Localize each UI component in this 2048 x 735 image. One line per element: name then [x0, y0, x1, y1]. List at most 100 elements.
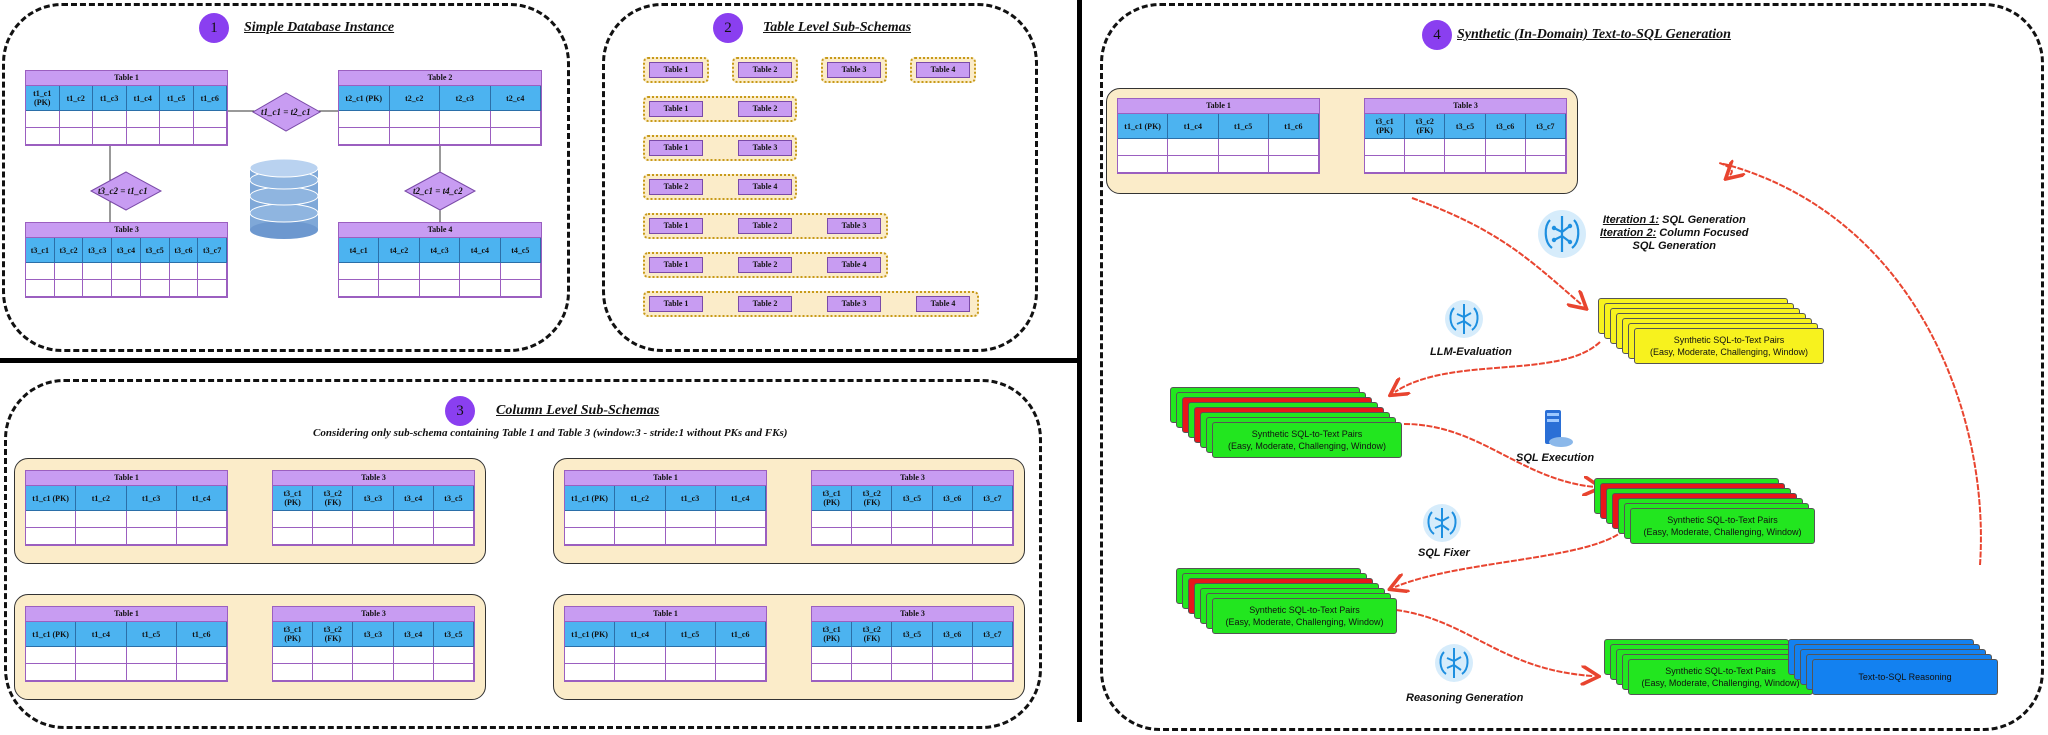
table-chip: Table 3 [827, 62, 881, 78]
column-header: t1_c6 [1268, 114, 1319, 139]
table-cell [379, 263, 420, 280]
panel-3-subtitle: Considering only sub-schema containing T… [313, 427, 788, 439]
table-cell [1405, 156, 1446, 173]
table-chip: Table 2 [738, 62, 792, 78]
column-header: t1_c5 [160, 86, 194, 111]
column-header: t1_c1 (PK) [1118, 114, 1169, 139]
table-name: Table 2 [339, 71, 541, 86]
table-cell [1445, 156, 1486, 173]
column-header: t3_c7 [1525, 114, 1566, 139]
table-cell [26, 111, 60, 128]
table-name: Table 1 [1118, 99, 1319, 114]
column-header: t3_c7 [972, 622, 1013, 647]
table-cell [500, 280, 541, 297]
table-cell [59, 111, 93, 128]
table-name: Table 1 [565, 607, 766, 622]
table-cell [433, 511, 474, 528]
table-cell [93, 111, 127, 128]
column-header: t3_c6 [1485, 114, 1526, 139]
iteration-2-text: Column Focused [1659, 227, 1749, 239]
table-chip: Table 4 [916, 62, 970, 78]
column-header: t3_c2 [54, 238, 84, 263]
relation-diamond-t2-t4 [403, 171, 477, 211]
column-header: t3_c3 [353, 486, 394, 511]
table-cell [112, 263, 141, 280]
executed-pairs-stack-card [1630, 508, 1815, 544]
table-cell [339, 111, 390, 128]
column-header: t1_c5 [1218, 114, 1269, 139]
table-cell [972, 647, 1013, 664]
database-icon [249, 158, 319, 239]
table-cell [1268, 139, 1319, 156]
table-cell [26, 128, 60, 145]
table-cell [160, 128, 194, 145]
column-header: t1_c6 [176, 622, 227, 647]
table-cell [972, 664, 1013, 681]
brain-icon [1445, 300, 1483, 338]
table-cell [76, 647, 127, 664]
table-cell [419, 263, 461, 280]
table-name: Table 3 [1365, 99, 1566, 114]
table-name: Table 1 [565, 471, 766, 486]
table-cell [176, 528, 227, 545]
table-cell [198, 263, 227, 280]
table-chip: Table 1 [649, 140, 703, 156]
table-cell [26, 647, 77, 664]
table-name: Table 1 [26, 71, 227, 86]
table-name: Table 3 [273, 607, 474, 622]
table-cell [972, 528, 1013, 545]
pairs-title: Synthetic SQL-to-Text Pairs [1665, 666, 1776, 676]
table-cell [26, 263, 55, 280]
table-name: Table 3 [812, 471, 1013, 486]
panel-2-badge: 2 [713, 13, 743, 43]
table-cell [665, 647, 716, 664]
table-cell [273, 528, 314, 545]
executed-pairs-stack-label: Synthetic SQL-to-Text Pairs(Easy, Modera… [1630, 514, 1815, 538]
column-header: t3_c5 [433, 622, 474, 647]
table-cell [393, 511, 434, 528]
table-cell [932, 511, 973, 528]
column-header: t1_c1 (PK) [565, 486, 616, 511]
table-cell [353, 528, 394, 545]
column-header: t3_c2 (FK) [1405, 114, 1446, 139]
table-chip: Table 3 [827, 296, 881, 312]
table-cell [440, 128, 491, 145]
table-cell [112, 280, 141, 297]
column-header: t3_c2 (FK) [313, 622, 354, 647]
fixed-pairs-stack-label: Synthetic SQL-to-Text Pairs(Easy, Modera… [1212, 604, 1397, 628]
arrow-input-to-generation [1411, 197, 1582, 305]
table-cell [26, 280, 55, 297]
reasoning-stack-card [1812, 659, 1998, 695]
column-header: t3_c2 (FK) [313, 486, 354, 511]
table-cell [490, 128, 541, 145]
pairs-subtitle: (Easy, Moderate, Challenging, Window) [1225, 617, 1384, 627]
table-cell [460, 263, 501, 280]
table-cell [615, 664, 666, 681]
table-cell [26, 528, 77, 545]
column-header: t3_c6 [169, 238, 199, 263]
table-chip: Table 3 [738, 140, 792, 156]
column-header: t3_c1 (PK) [812, 486, 853, 511]
table-cell [83, 263, 113, 280]
panel-1-connectors [89, 92, 477, 239]
final-pairs-stack-label: Synthetic SQL-to-Text Pairs(Easy, Modera… [1628, 665, 1813, 689]
table-cell [389, 128, 440, 145]
table-cell [1118, 139, 1169, 156]
table-chip: Table 4 [916, 296, 970, 312]
table-cell [615, 511, 666, 528]
table-cell [615, 647, 666, 664]
table-cell [313, 511, 354, 528]
table-chip: Table 1 [649, 257, 703, 273]
table-chip: Table 4 [827, 257, 881, 273]
relation-diamond-t1-t2 [251, 92, 322, 132]
table-cell [852, 528, 893, 545]
panel-database-instance [2, 3, 570, 352]
table-cell [160, 111, 194, 128]
